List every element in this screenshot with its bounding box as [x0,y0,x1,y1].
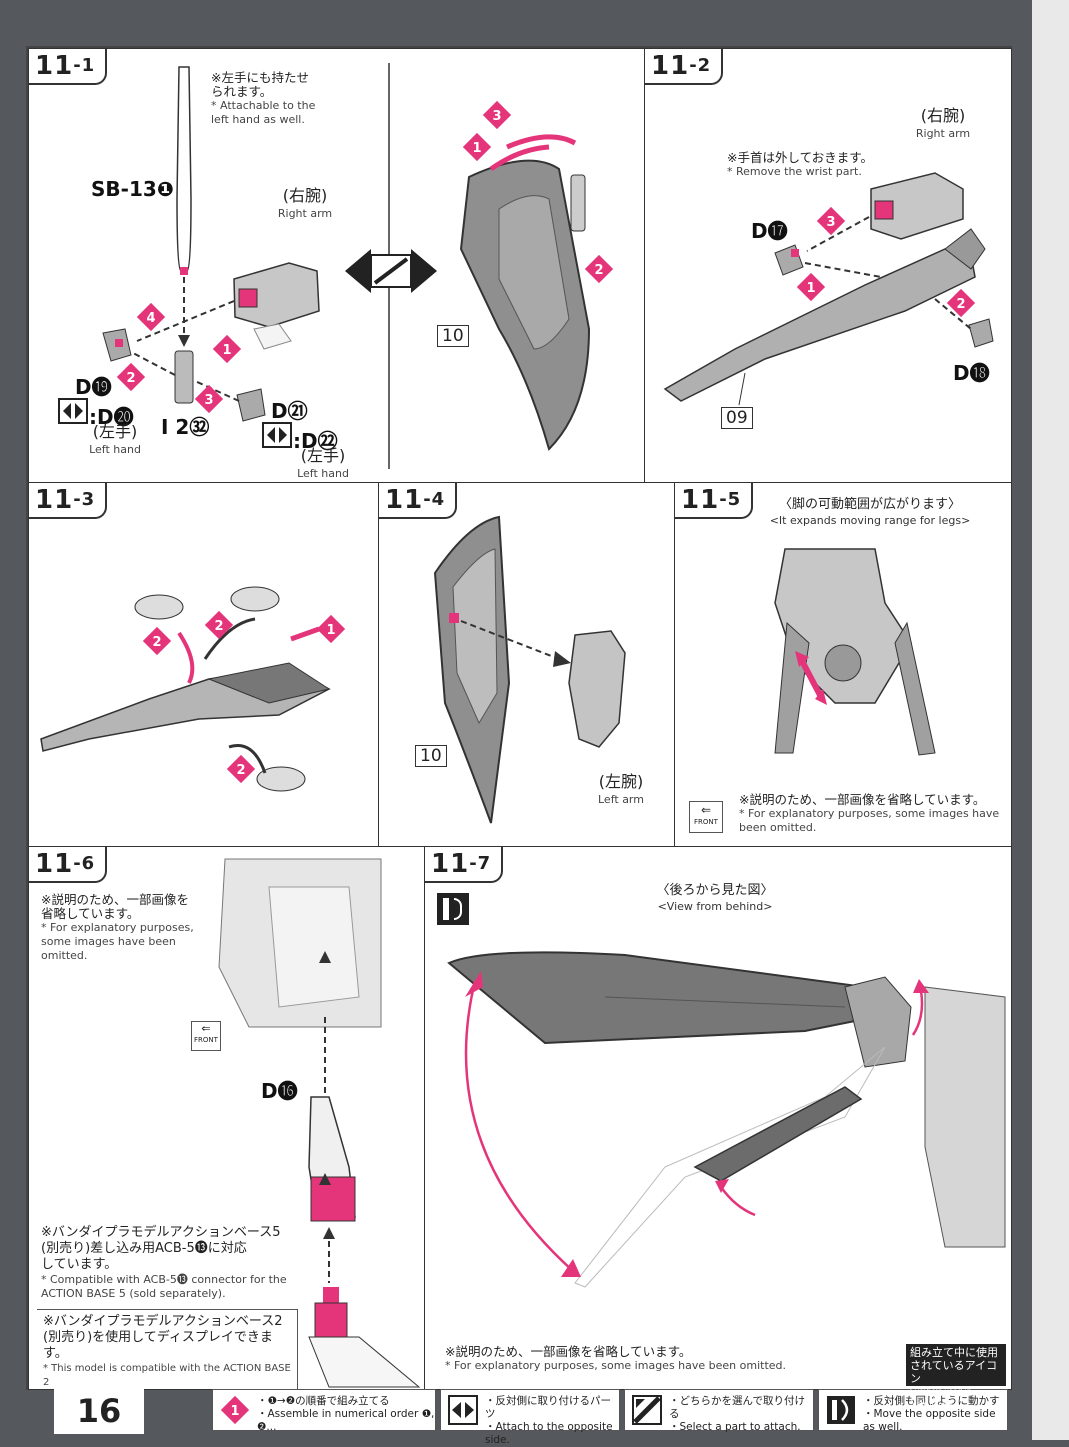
svg-text:3: 3 [492,109,501,124]
numbered-diamond-icon: 1 [220,1395,250,1425]
step-11-2-panel: 11-2 3 1 2 (右腕)Right arm [644,48,1012,484]
instruction-page: 11-1 [26,46,1012,1390]
step-11-2-label: 11-2 [645,49,724,85]
legend-opposite-side: ・反対側に取り付けるパーツ・Attach to the opposite sid… [440,1389,620,1446]
right-arm-label: (右腕)Right arm [277,186,333,221]
svg-text:1: 1 [806,281,815,296]
svg-text:1: 1 [326,623,335,638]
left-hand-label-2: (左手)Left hand [297,446,349,481]
step-11-1-label: 11-1 [29,49,108,85]
step-11-5-label: 11-5 [675,483,754,519]
step-11-7-title: 〈後ろから見た図〉 <View from behind> [656,883,774,913]
step-11-5-title: 〈脚の可動範囲が広がります〉 <It expands moving range … [769,497,971,527]
svg-text:2: 2 [594,263,603,278]
svg-text:2: 2 [236,763,245,778]
step-11-6-illustration [218,858,421,1388]
svg-text:3: 3 [826,215,835,230]
svg-text:1: 1 [222,343,231,358]
part-d17: D⓱ [751,219,788,243]
part-d18: D⓲ [953,361,990,385]
step-11-3-label: 11-3 [29,483,108,519]
part-d19: D⓳ [75,375,112,399]
svg-text:1: 1 [230,1404,239,1419]
step-11-7-illustration [447,951,1006,1288]
svg-text:3: 3 [204,393,213,408]
step-11-5-panel: 11-5 〈脚の可動範囲が広がります〉 <It expands moving r… [674,482,1012,848]
part-d16: D⓰ [261,1079,298,1103]
icons-used-label: 組み立て中に使用 されているアイコン Symbols used in instr… [906,1344,1006,1409]
step-11-1-illustration: 4 2 3 1 3 1 2 [58,63,614,469]
legend-numerical-order: 1 ・❶→❷の順番で組み立てる・Assemble in numerical or… [212,1389,436,1433]
next-page-edge [1032,0,1069,1440]
step-11-6-panel: 11-6 ※説明のため、一部画像を 省略しています。 * For explana… [28,846,426,1390]
step-11-2-note: ※手首は外しておきます。 * Remove the wrist part. [727,150,873,179]
step-11-1-note: ※左手にも持たせ られます。 * Attachable to the left … [211,70,316,127]
svg-text:2: 2 [214,619,223,634]
left-arm-label: (左腕)Left arm [598,772,644,807]
part-i2: I 2㉜ [161,415,210,439]
front-direction-icon: ⇐ FRONT [689,801,723,833]
step-11-6-label: 11-6 [29,847,108,883]
step-11-1-panel: 11-1 [28,48,646,484]
svg-text:1: 1 [472,141,481,156]
left-hand-label-1: (左手)Left hand [89,422,141,457]
step-11-4-label: 11-4 [379,483,458,519]
part-d21: D㉑ [271,399,308,423]
svg-text:2: 2 [152,635,161,650]
step-11-7-label: 11-7 [425,847,504,883]
part-sb13: SB-13❶ [91,177,174,201]
opposite-side-icon-legend [448,1395,478,1425]
runner-09-label: 09 [721,407,753,429]
step-11-4-panel: 11-4 10 (左腕)Left arm [378,482,676,848]
step-11-3-panel: 11-3 2 2 1 2 [28,482,380,848]
move-opposite-side-icon [437,893,469,925]
svg-text:2: 2 [956,297,965,312]
step-11-7-note: ※説明のため、一部画像を省略しています。 * For explanatory p… [445,1344,787,1373]
part-d22: :D㉒ [293,429,338,453]
svg-text:4: 4 [146,311,155,326]
step-11-4-illustration [433,515,626,824]
legend-move-opposite: ・反対側も同じように動かす・Move the opposite side as … [818,1389,1008,1433]
select-part-icon [632,1395,662,1425]
opposite-side-icon [345,249,437,293]
svg-text:2: 2 [126,371,135,386]
legend-select-part: ・どちらかを選んで取り付ける・Select a part to attach. [624,1389,814,1433]
action-base2-note: ※バンダイプラモデルアクションベース2 (別売り)を使用してディスプレイできます… [37,1309,298,1389]
page-number: 16 [54,1388,144,1434]
right-arm-label-2: (右腕)Right arm [915,106,971,141]
move-opposite-icon-legend [827,1396,855,1424]
step-11-2-illustration: 3 1 2 [663,172,994,406]
step-11-7-panel: 11-7 〈後ろから見た図〉 <View from behind> ※説明のため… [424,846,1012,1390]
front-direction-icon-2: ⇐ FRONT [191,1021,221,1051]
opposite-side-small-icon-2 [262,422,292,448]
step-11-3-illustration: 2 2 1 2 [40,586,346,792]
part-d20: :D⓴ [89,405,134,429]
action-base5-note: ※バンダイプラモデルアクションベース5 (別売り)差し込み用ACB-5⓭に対応 … [41,1225,287,1300]
step-11-5-note: ※説明のため、一部画像を省略しています。 * For explanatory p… [739,792,1000,835]
opposite-side-small-icon-1 [58,398,88,424]
step-11-6-note: ※説明のため、一部画像を 省略しています。 * For explanatory … [41,892,194,963]
runner-10-label: 10 [437,325,469,347]
runner-10-label-2: 10 [415,745,447,767]
step-11-5-illustration [774,548,936,756]
